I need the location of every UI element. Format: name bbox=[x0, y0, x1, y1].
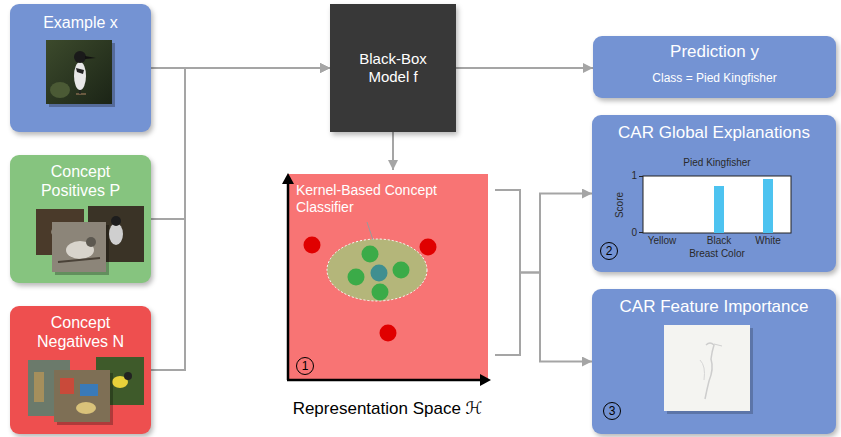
representation-space-plot-part bbox=[393, 262, 410, 279]
axis-label: Breast Color bbox=[667, 248, 767, 260]
prediction-class: Class = Pied Kingfisher bbox=[601, 71, 828, 85]
global-explanations-box: CAR Global ExplanationsPied KingfisherSc… bbox=[592, 115, 836, 272]
representation-space-plot-part bbox=[480, 374, 491, 386]
representation-space-plot-part bbox=[288, 174, 488, 380]
positive-example-photos-part bbox=[86, 237, 96, 247]
concept-bar-chart-part bbox=[639, 176, 643, 177]
example-bird-photo bbox=[46, 40, 115, 107]
negative-example-photos-part bbox=[124, 372, 132, 380]
flow-arrow bbox=[495, 190, 592, 273]
feature-importance-map-part bbox=[705, 343, 714, 399]
negative-example-photos-part bbox=[80, 384, 98, 396]
negative-example-photos-part bbox=[34, 372, 44, 402]
callout-number: 2 bbox=[600, 242, 618, 260]
feature-importance-map-part bbox=[700, 360, 705, 380]
axis-label: Score bbox=[614, 187, 626, 223]
axis-label: Representation Space ℋ bbox=[288, 399, 487, 419]
representation-space-plot-part bbox=[380, 325, 397, 342]
positive-example-photos bbox=[36, 206, 144, 275]
example-bird-photo-part bbox=[49, 43, 115, 107]
representation-space-plot-part bbox=[348, 269, 365, 286]
representation-space-plot-part bbox=[371, 265, 388, 282]
node-title: Example x bbox=[18, 13, 143, 32]
node-title: Concept Negatives N bbox=[26, 313, 136, 351]
negative-example-photos-part bbox=[96, 357, 144, 405]
representation-space-plot-part bbox=[282, 173, 294, 184]
example-bird-photo-part bbox=[74, 62, 86, 90]
positive-example-photos-part bbox=[36, 209, 84, 255]
node-title: Concept Positives P bbox=[26, 162, 136, 200]
representation-space: Kernel-Based Concept Classifier 1Represen… bbox=[280, 170, 495, 422]
concept-bar-chart-part bbox=[763, 179, 773, 233]
concept-bar-chart-part bbox=[714, 186, 724, 233]
callout-number: 1 bbox=[296, 357, 314, 375]
representation-space-plot-part bbox=[287, 379, 482, 382]
tick-label: 0 bbox=[623, 227, 637, 239]
chart-title: Pied Kingfisher bbox=[637, 157, 797, 169]
node-title: Prediction y bbox=[601, 42, 828, 62]
concept-bar-chart bbox=[639, 176, 791, 233]
positive-example-photos-part bbox=[66, 241, 94, 259]
callout-number: 3 bbox=[603, 402, 621, 420]
representation-space-plot-part bbox=[372, 284, 389, 301]
positive-example-photos-part bbox=[52, 222, 106, 272]
negative-example-photos-part bbox=[60, 378, 74, 394]
classifier-label: Kernel-Based Concept Classifier bbox=[296, 182, 466, 216]
positive-example-photos-part bbox=[51, 226, 69, 238]
representation-space-plot-part bbox=[327, 239, 427, 301]
flow-arrow bbox=[392, 132, 394, 170]
node-title: CAR Feature Importance bbox=[600, 297, 828, 317]
concept-bar-chart-part bbox=[639, 232, 643, 233]
feature-importance-map-part bbox=[664, 325, 750, 411]
representation-space-plot-part bbox=[304, 237, 321, 254]
input-example-box: Example x bbox=[10, 4, 151, 132]
representation-space-plot-part bbox=[367, 222, 373, 240]
example-bird-photo-part bbox=[79, 90, 81, 94]
example-bird-photo-part bbox=[74, 51, 86, 63]
concept-bar-chart-part bbox=[643, 176, 791, 233]
positive-example-photos-part bbox=[109, 223, 123, 245]
feature-importance-box: CAR Feature Importance 3 bbox=[592, 289, 836, 434]
node-title: CAR Global Explanations bbox=[600, 123, 828, 143]
negative-example-photos-part bbox=[57, 373, 113, 425]
representation-space-plot-part bbox=[362, 246, 379, 263]
negative-example-photos bbox=[28, 357, 144, 425]
category-label: Black bbox=[694, 235, 744, 247]
feature-importance-map bbox=[664, 325, 753, 414]
flow-arrow bbox=[151, 68, 330, 370]
example-bird-photo-part bbox=[76, 93, 86, 95]
category-label: Yellow bbox=[637, 235, 687, 247]
positive-example-photos-part bbox=[111, 216, 121, 226]
example-bird-photo-part bbox=[46, 40, 112, 104]
example-bird-photo-part bbox=[85, 56, 96, 59]
positive-example-photos-part bbox=[88, 206, 144, 262]
model-label: Black-Box Model f bbox=[348, 50, 438, 86]
representation-space-plot-part bbox=[420, 239, 437, 256]
negative-example-photos-part bbox=[28, 360, 70, 416]
tick-label: 1 bbox=[623, 170, 637, 182]
representation-space-plot-part bbox=[287, 182, 290, 380]
example-bird-photo-part bbox=[50, 82, 70, 98]
flow-arrow bbox=[456, 67, 593, 69]
positive-example-photos-part bbox=[58, 258, 100, 262]
negative-example-photos-part bbox=[76, 402, 96, 414]
example-bird-photo-part bbox=[76, 68, 84, 74]
category-label: White bbox=[743, 235, 793, 247]
representation-space-plot bbox=[282, 173, 491, 386]
concept-negatives-box: Concept Negatives N bbox=[10, 306, 151, 434]
flow-arrow bbox=[495, 273, 592, 362]
feature-importance-map-part bbox=[714, 344, 722, 346]
negative-example-photos-part bbox=[112, 376, 128, 388]
prediction-box: Prediction y Class = Pied Kingfisher bbox=[593, 36, 836, 98]
negative-example-photos-part bbox=[54, 370, 110, 422]
concept-positives-box: Concept Positives P bbox=[10, 155, 151, 283]
positive-example-photos-part bbox=[55, 225, 109, 275]
black-box-model: Black-Box Model f bbox=[330, 4, 456, 132]
feature-importance-map-part bbox=[667, 328, 753, 414]
